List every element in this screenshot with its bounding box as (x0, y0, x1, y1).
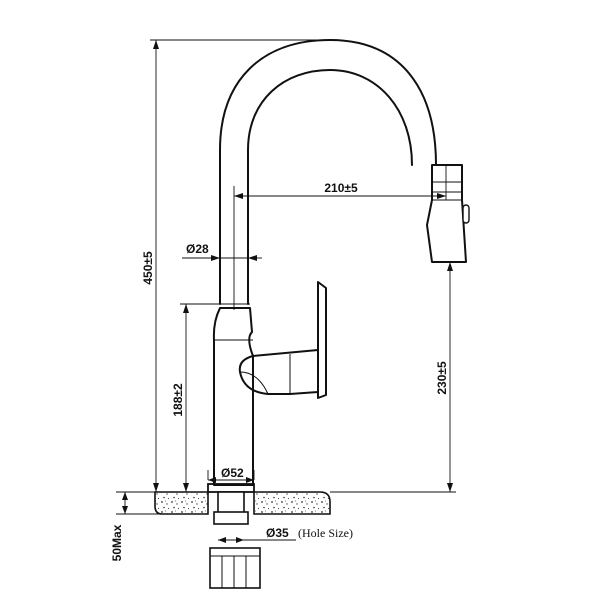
dimension-total-height: 450±5 (141, 39, 330, 493)
handle-lever (317, 281, 327, 399)
deck-thickness-label: 50Max (110, 524, 124, 561)
supply-hose-housing (209, 547, 261, 589)
countertop-right (253, 491, 331, 515)
dimension-base-diameter: Ø52 (207, 466, 255, 483)
dimension-body-height: 188±2 (171, 303, 222, 492)
shank-nut (213, 511, 249, 525)
dimension-hole-size: Ø35 (Hole Size) (218, 526, 353, 543)
dimension-spout-diameter: Ø28 (182, 242, 262, 261)
spout-diameter-label: Ø28 (186, 242, 209, 256)
hole-size-label: Ø35 (266, 526, 289, 540)
countertop (154, 491, 331, 515)
dimension-deck-thickness: 50Max (110, 491, 162, 561)
body-column (212, 307, 254, 486)
under-counter-assembly (209, 491, 261, 589)
spout-inner-arc (247, 69, 413, 305)
reach-label: 210±5 (324, 181, 358, 195)
mounting-shank (217, 491, 245, 515)
sprayer-head (426, 164, 467, 263)
dimension-reach: 210±5 (233, 165, 447, 310)
dimension-outlet-height: 230±5 (330, 262, 456, 493)
countertop-left (154, 491, 209, 515)
lever-handle (238, 281, 327, 399)
base-diameter-label: Ø52 (221, 466, 244, 480)
spout (219, 39, 470, 305)
handle-body (238, 349, 319, 395)
outlet-height-label: 230±5 (435, 361, 449, 395)
body-height-label: 188±2 (171, 383, 185, 417)
total-height-label: 450±5 (141, 251, 155, 285)
sprayer-button (462, 204, 470, 224)
faucet-body (207, 303, 255, 493)
spout-outer-arc (219, 39, 437, 305)
hole-size-note: (Hole Size) (298, 526, 353, 540)
